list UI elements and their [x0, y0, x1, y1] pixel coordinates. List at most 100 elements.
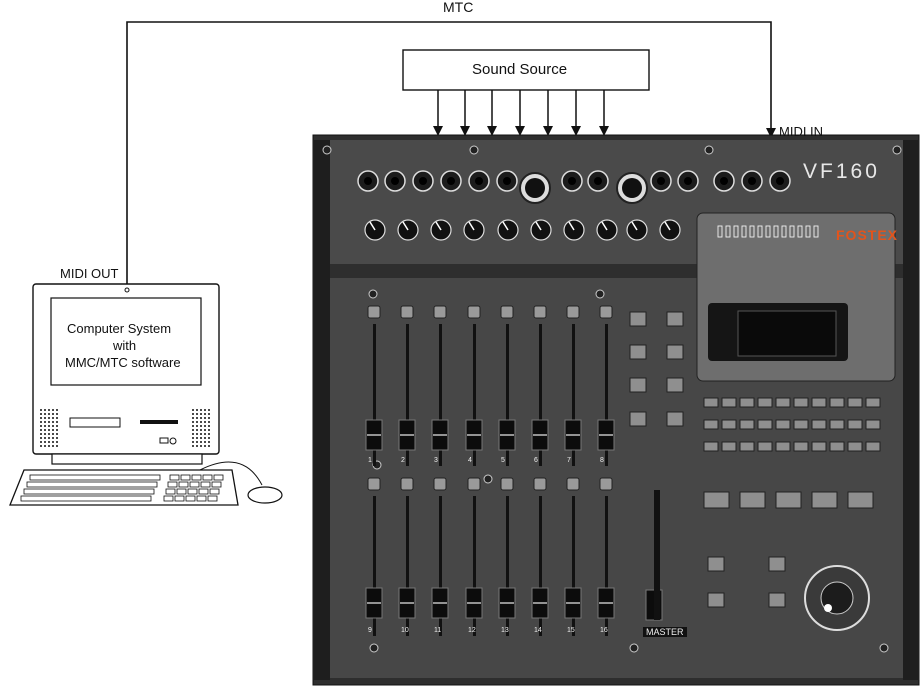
function-button [757, 397, 773, 408]
speaker-dot [208, 417, 210, 419]
meter-bar [757, 225, 763, 238]
speaker-dot [48, 409, 50, 411]
channel-button [367, 305, 381, 319]
transport-button [811, 491, 838, 509]
keyboard-keys [20, 474, 224, 502]
speaker-dot [56, 441, 58, 443]
meter-bar [813, 225, 819, 238]
speaker-dot [200, 409, 202, 411]
jack-hole [391, 177, 399, 185]
fader-slot [373, 496, 376, 636]
power-led [124, 287, 130, 293]
speaker-dot [56, 437, 58, 439]
numpad-key [202, 474, 213, 481]
channel-button [400, 477, 414, 491]
channel-button [400, 305, 414, 319]
computer-label-line2: with [113, 338, 137, 353]
meter-bar [789, 225, 795, 238]
meter-bar [797, 225, 803, 238]
speaker-dot [204, 445, 206, 447]
speaker-dot [44, 409, 46, 411]
computer-base [51, 453, 203, 465]
channel-button [467, 477, 481, 491]
speaker-dot [204, 425, 206, 427]
knob-pointer [568, 221, 575, 231]
screw [469, 145, 479, 155]
source-arrowhead-6 [571, 126, 581, 136]
meter-bar [733, 225, 739, 238]
knob-pointer [631, 221, 638, 231]
function-button [865, 397, 881, 408]
speaker-dot [48, 445, 50, 447]
jack-hole [684, 177, 692, 185]
speaker-dot [56, 433, 58, 435]
panel-button [707, 592, 725, 608]
speaker-dot [44, 433, 46, 435]
speaker-dot [204, 413, 206, 415]
speaker-dot [196, 421, 198, 423]
speaker-dot [52, 445, 54, 447]
jack-hole [447, 177, 455, 185]
function-button [721, 397, 737, 408]
speaker-dot [40, 441, 42, 443]
midi-in-label: MIDI IN [779, 124, 824, 139]
channel-label-4: 4 [468, 457, 472, 464]
channel-button [467, 305, 481, 319]
fader-slot [439, 496, 442, 636]
channel-button [500, 305, 514, 319]
speaker-dot [40, 433, 42, 435]
knob-pointer [402, 221, 409, 231]
channel-button [533, 305, 547, 319]
speaker-dot [48, 421, 50, 423]
speaker-dot [196, 413, 198, 415]
master-fader-slot [654, 490, 660, 620]
speaker-dot [204, 409, 206, 411]
speaker-dot [44, 425, 46, 427]
speaker-dot [48, 433, 50, 435]
fader-slot [506, 324, 509, 466]
trim-knobs [364, 219, 681, 241]
function-button [793, 441, 809, 452]
meter-bar [765, 225, 771, 238]
function-button [829, 441, 845, 452]
speaker-dot [200, 437, 202, 439]
speaker-dot [192, 445, 194, 447]
panel-button [666, 344, 684, 360]
function-button [865, 441, 881, 452]
speaker-dot [200, 417, 202, 419]
mouse-cable [199, 461, 263, 486]
panel-button [666, 377, 684, 393]
speaker-dot [196, 437, 198, 439]
function-button [739, 419, 755, 430]
speaker-dot [44, 413, 46, 415]
speaker-dot [56, 421, 58, 423]
numpad-key [196, 495, 207, 502]
screw [483, 474, 493, 484]
numpad-key [200, 481, 211, 488]
channel-label-2: 2 [401, 457, 405, 464]
speaker-grille-right [192, 409, 210, 447]
function-button [757, 419, 773, 430]
panel-button [768, 556, 786, 572]
monitor-screen [50, 297, 202, 386]
midi-in-arrow [766, 128, 776, 138]
mtc-label: MTC [443, 0, 474, 15]
numpad-key [209, 488, 220, 495]
speaker-dot [196, 429, 198, 431]
speaker-dot [200, 445, 202, 447]
meter-bar [773, 225, 779, 238]
jack-hole [568, 177, 576, 185]
fader-slot [605, 324, 608, 466]
speaker-dot [192, 413, 194, 415]
fader-slot [439, 324, 442, 466]
function-button [775, 441, 791, 452]
computer-system [9, 283, 283, 506]
speaker-dot [40, 409, 42, 411]
speaker-dot [40, 421, 42, 423]
panel-button [629, 411, 647, 427]
screw [629, 643, 639, 653]
screw [704, 145, 714, 155]
channel-label-11: 11 [434, 627, 442, 634]
speaker-dot [52, 409, 54, 411]
numpad-key [213, 474, 224, 481]
